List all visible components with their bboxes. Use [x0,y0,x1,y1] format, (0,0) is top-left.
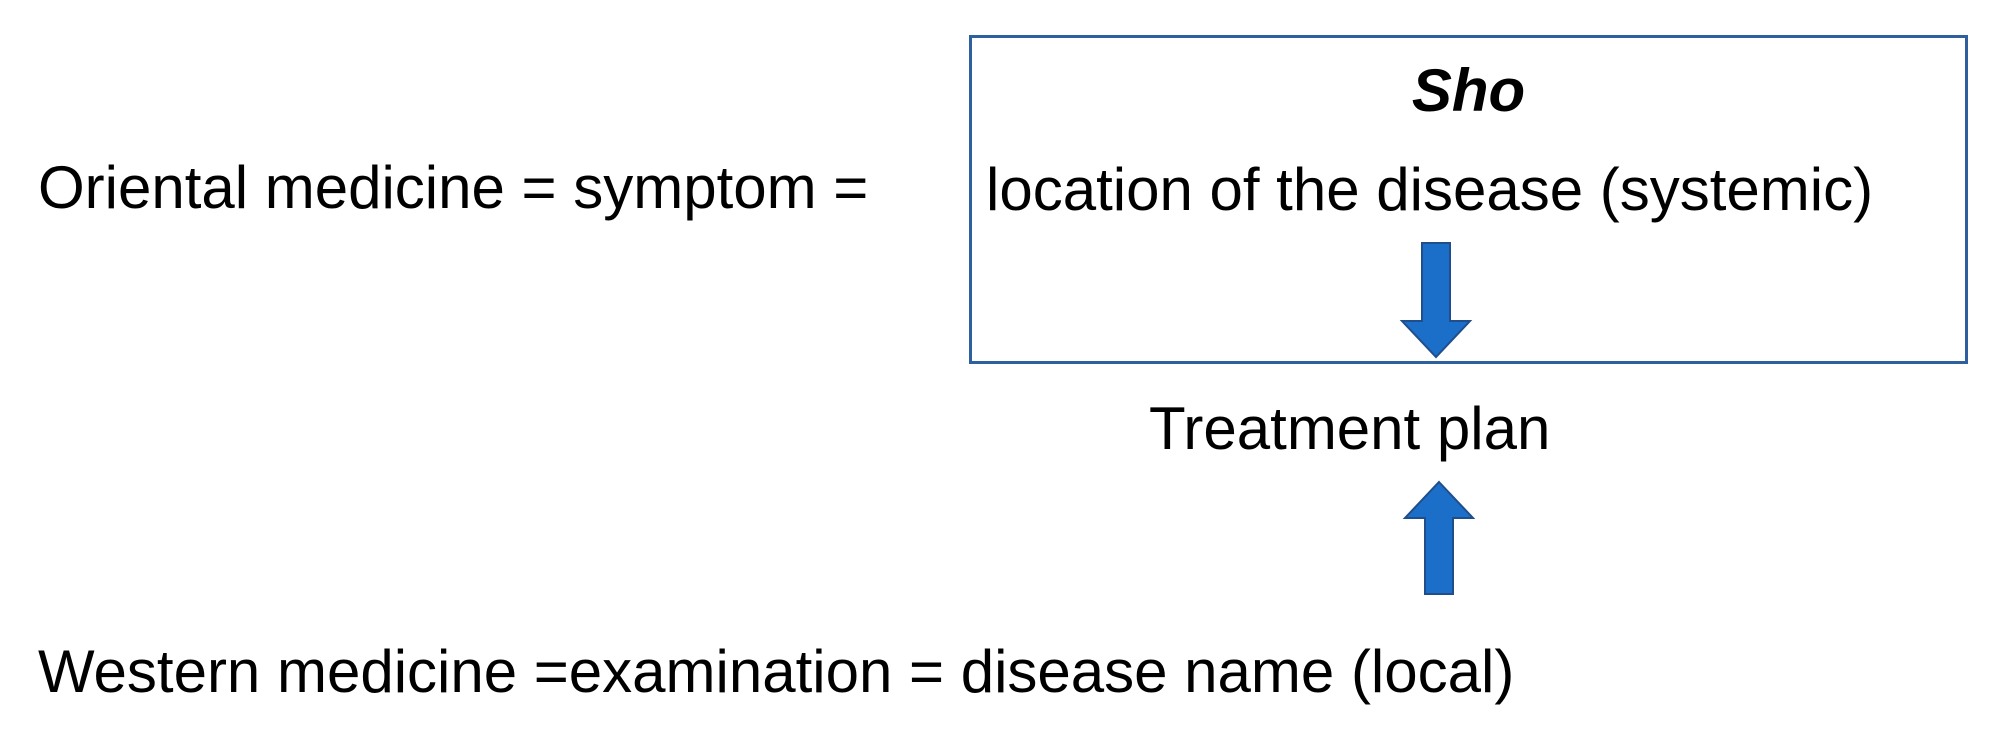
sho-title: Sho [1411,57,1526,124]
oriental-medicine-label: Oriental medicine = symptom = [38,154,869,221]
arrow-up-icon [1402,480,1476,595]
western-medicine-label: Western medicine =examination = disease … [38,638,1515,705]
location-of-disease-label: location of the disease (systemic) [986,156,1874,223]
arrow-down-icon [1399,242,1473,359]
sho-box: Sho location of the disease (systemic) [969,35,1968,364]
treatment-plan-label: Treatment plan [1149,395,1551,462]
